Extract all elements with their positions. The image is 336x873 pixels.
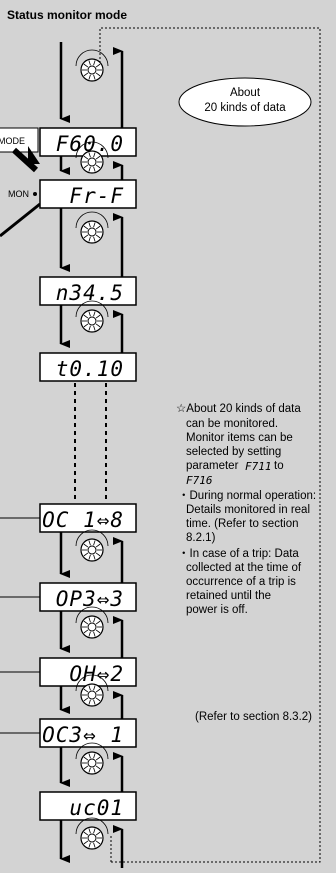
param-to: F716 bbox=[186, 474, 213, 487]
display-8-text: uc01 bbox=[69, 796, 124, 820]
param-from: F711 bbox=[245, 460, 272, 473]
note-line-1: ☆About 20 kinds of data bbox=[176, 403, 301, 415]
note-line-5-suffix: to bbox=[274, 460, 284, 472]
mon-pointer-line bbox=[0, 202, 41, 238]
bullet2-line4: retained until the bbox=[186, 590, 271, 602]
dial-knob-icon bbox=[75, 606, 109, 639]
bullet1-line4: 8.2.1) bbox=[186, 532, 216, 544]
mon-indicator-dot bbox=[33, 192, 37, 196]
display-7: OC3⇔ 1 bbox=[39, 718, 137, 748]
dial-knob-icon bbox=[75, 817, 109, 850]
display-1-text: Fr-F bbox=[69, 184, 124, 208]
mon-indicator-label: MON bbox=[8, 189, 29, 199]
diagram-title: Status monitor mode bbox=[7, 8, 128, 22]
dial-knob-icon bbox=[75, 674, 109, 707]
reference-note: (Refer to section 8.3.2) bbox=[195, 711, 312, 723]
display-2: n34.5 bbox=[39, 276, 137, 306]
note-line-5-prefix: parameter bbox=[186, 460, 239, 472]
display-6-text: OH⇔2 bbox=[69, 662, 124, 686]
display-3-text: t0.10 bbox=[56, 357, 124, 381]
about-bubble: About 20 kinds of data bbox=[178, 77, 312, 127]
notes-block: ☆About 20 kinds of data can be monitored… bbox=[176, 403, 316, 616]
display-5: OP3⇔3 bbox=[39, 582, 137, 612]
display-3: t0.10 bbox=[39, 352, 137, 382]
display-7-text: OC3⇔ 1 bbox=[42, 723, 124, 747]
about-bubble-line2: 20 kinds of data bbox=[204, 102, 286, 114]
display-8: uc01 bbox=[39, 791, 137, 821]
note-line-3: Monitor items can be bbox=[186, 432, 293, 444]
note-line-4: selected by setting bbox=[186, 446, 281, 458]
dial-knob-icon bbox=[75, 529, 109, 562]
bullet2-line3: occurrence of a trip is bbox=[186, 576, 296, 588]
mode-key-arrow-shaft bbox=[11, 147, 39, 173]
note-line-2: can be monitored. bbox=[186, 418, 278, 430]
loop-return-path bbox=[99, 27, 321, 863]
display-6: OH⇔2 bbox=[39, 657, 137, 687]
display-4: OC 1⇔8 bbox=[39, 503, 137, 533]
bullet1-line2: Details monitored in real bbox=[186, 504, 310, 516]
bullet1-line1: ・During normal operation: bbox=[178, 490, 316, 502]
display-4-text: OC 1⇔8 bbox=[42, 508, 124, 532]
dial-knob-icon bbox=[75, 211, 109, 244]
mode-key[interactable]: MODE bbox=[0, 127, 39, 153]
mode-key-label: MODE bbox=[0, 136, 25, 146]
about-bubble-line1: About bbox=[230, 87, 261, 99]
dial-knob-icon bbox=[75, 49, 109, 82]
bullet1-line3: time. (Refer to section bbox=[186, 518, 298, 530]
display-1: Fr-F bbox=[39, 179, 137, 209]
mode-key-arrow-icon bbox=[28, 146, 40, 164]
dial-knob-icon bbox=[75, 141, 109, 174]
dial-knob-icon bbox=[75, 742, 109, 775]
bullet2-line1: ・In case of a trip: Data bbox=[178, 548, 299, 560]
bullet2-line5: power is off. bbox=[186, 604, 248, 616]
bullet2-line2: collected at the time of bbox=[186, 562, 302, 574]
dial-knob-icon bbox=[75, 300, 109, 333]
flow-arrows bbox=[59, 42, 124, 868]
